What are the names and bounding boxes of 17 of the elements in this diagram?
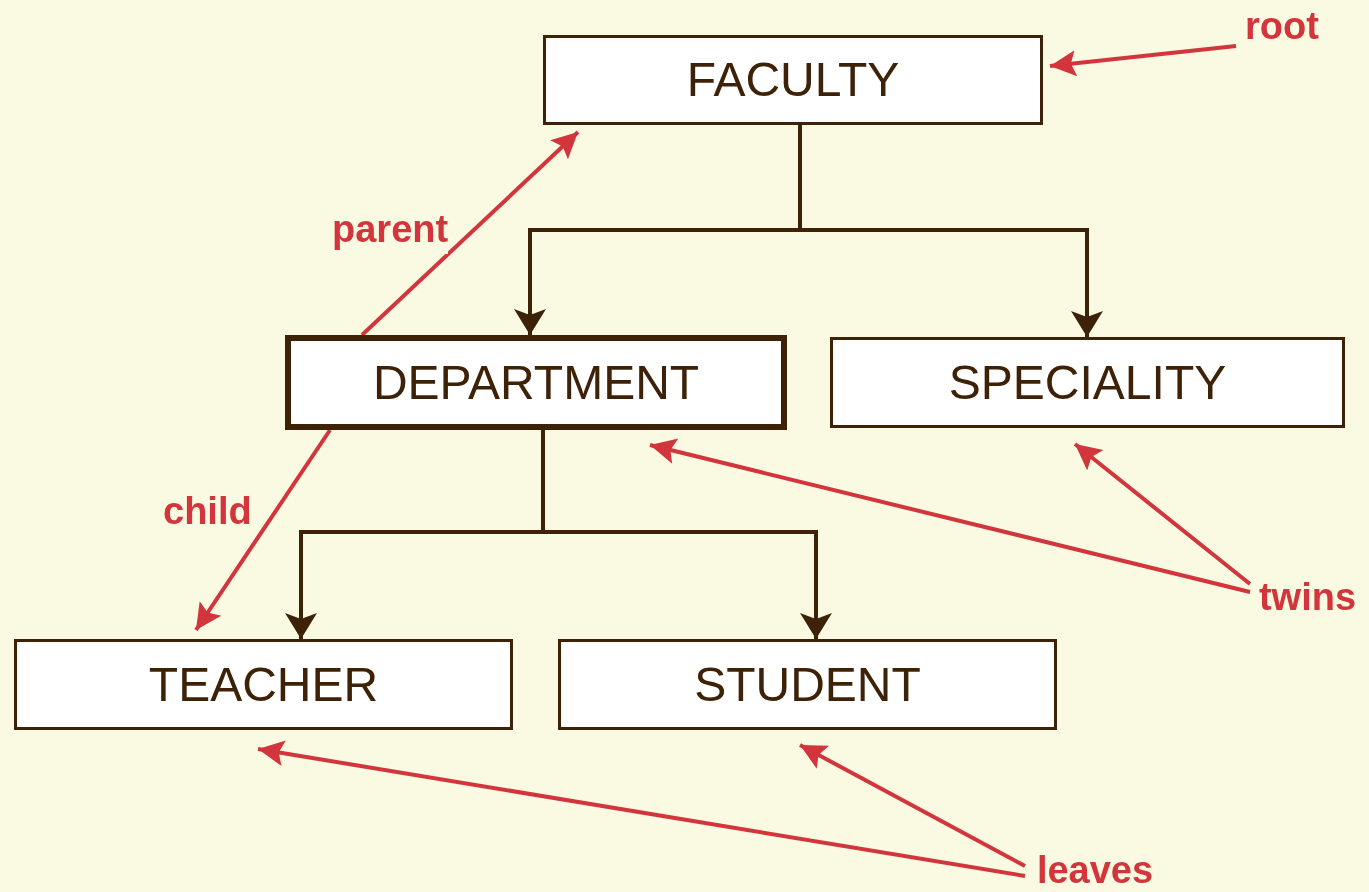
arrow bbox=[1049, 44, 1237, 77]
annotation-label: twins bbox=[1250, 574, 1365, 620]
class-box: TEACHER bbox=[14, 639, 513, 730]
arrow bbox=[541, 430, 832, 639]
annotation-label: root bbox=[1236, 4, 1328, 48]
arrow bbox=[1073, 442, 1252, 586]
arrow bbox=[194, 428, 332, 632]
arrow bbox=[798, 125, 1103, 337]
annotation-label: leaves bbox=[1025, 848, 1165, 892]
arrow bbox=[649, 438, 1251, 594]
class-box: FACULTY bbox=[543, 35, 1043, 125]
class-box: DEPARTMENT bbox=[285, 335, 787, 430]
arrow bbox=[799, 743, 1026, 868]
class-box: SPECIALITY bbox=[830, 337, 1345, 428]
arrow bbox=[257, 740, 1026, 878]
arrow bbox=[360, 130, 580, 337]
class-box: STUDENT bbox=[558, 639, 1057, 730]
